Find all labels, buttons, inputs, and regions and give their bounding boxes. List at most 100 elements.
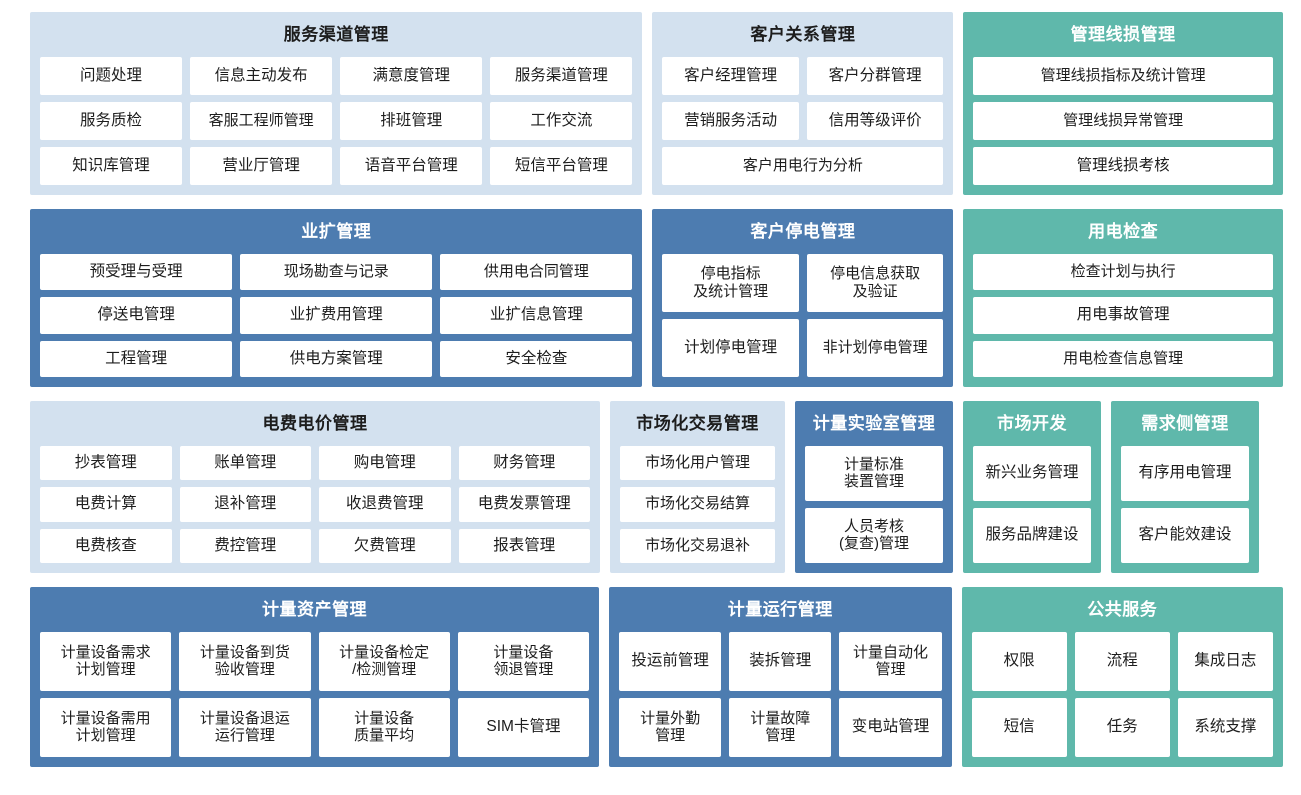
module-cell[interactable]: 流程 xyxy=(1074,631,1170,691)
module-cell[interactable]: 客户经理管理 xyxy=(662,56,799,95)
module-cell[interactable]: 市场化用户管理 xyxy=(620,445,775,481)
cell-row: 知识库管理营业厅管理语音平台管理短信平台管理 xyxy=(40,146,633,186)
module-cell[interactable]: 检查计划与执行 xyxy=(973,253,1273,291)
module-cell[interactable]: 客服工程师管理 xyxy=(190,101,333,140)
module-cell[interactable]: 投运前管理 xyxy=(619,631,722,691)
module-cell[interactable]: 人员考核 (复查)管理 xyxy=(805,507,943,564)
module-cell[interactable]: 排班管理 xyxy=(340,101,483,140)
module-cell[interactable]: 计量设备 质量平均 xyxy=(318,697,450,758)
cell-row: 预受理与受理现场勘查与记录供用电合同管理 xyxy=(40,253,633,291)
panel-cells: 有序用电管理客户能效建设 xyxy=(1121,445,1249,564)
module-cell[interactable]: 客户分群管理 xyxy=(806,56,944,95)
module-cell[interactable]: 集成日志 xyxy=(1177,631,1273,691)
module-cell[interactable]: 停电指标 及统计管理 xyxy=(662,253,799,312)
panel-customer-relationship-management: 客户关系管理客户经理管理客户分群管理营销服务活动信用等级评价客户用电行为分析 xyxy=(652,12,954,195)
module-cell[interactable]: 任务 xyxy=(1074,697,1170,758)
module-cell[interactable]: 系统支撑 xyxy=(1177,697,1273,758)
module-cell[interactable]: 服务质检 xyxy=(40,101,183,140)
module-cell[interactable]: 购电管理 xyxy=(319,445,451,481)
module-cell[interactable]: 计划停电管理 xyxy=(662,318,799,378)
module-cell[interactable]: 现场勘查与记录 xyxy=(240,253,433,291)
module-cell[interactable]: 计量设备 领退管理 xyxy=(457,631,590,691)
module-cell[interactable]: 用电检查信息管理 xyxy=(973,340,1273,377)
module-cell[interactable]: 问题处理 xyxy=(40,56,183,95)
module-cell[interactable]: 知识库管理 xyxy=(40,146,183,186)
module-cell[interactable]: 计量故障 管理 xyxy=(729,697,832,758)
module-cell[interactable]: 财务管理 xyxy=(458,445,590,481)
module-cell[interactable]: 供用电合同管理 xyxy=(440,253,633,291)
module-cell[interactable]: 预受理与受理 xyxy=(40,253,233,291)
panel-cells: 抄表管理账单管理购电管理财务管理电费计算退补管理收退费管理电费发票管理电费核查费… xyxy=(40,445,590,563)
cell-row: 有序用电管理 xyxy=(1121,445,1249,501)
module-cell[interactable]: 用电事故管理 xyxy=(973,297,1273,334)
module-cell[interactable]: 停电信息获取 及验证 xyxy=(806,253,944,312)
diagram-row: 服务渠道管理问题处理信息主动发布满意度管理服务渠道管理服务质检客服工程师管理排班… xyxy=(30,12,1283,195)
module-cell[interactable]: 新兴业务管理 xyxy=(973,445,1091,501)
module-cell[interactable]: 权限 xyxy=(971,631,1067,691)
module-cell[interactable]: 市场化交易结算 xyxy=(620,487,775,522)
module-cell[interactable]: 业扩信息管理 xyxy=(440,297,633,334)
module-cell[interactable]: 语音平台管理 xyxy=(340,146,483,186)
module-cell[interactable]: 装拆管理 xyxy=(729,631,832,691)
module-cell[interactable]: 变电站管理 xyxy=(839,697,942,758)
module-cell[interactable]: 信用等级评价 xyxy=(806,101,944,140)
cell-row: 抄表管理账单管理购电管理财务管理 xyxy=(40,445,590,481)
module-cell[interactable]: 计量外勤 管理 xyxy=(619,697,722,758)
module-cell[interactable]: 工作交流 xyxy=(490,101,633,140)
module-cell[interactable]: 非计划停电管理 xyxy=(806,318,944,378)
module-cell[interactable]: 电费核查 xyxy=(40,528,172,563)
module-cell[interactable]: 账单管理 xyxy=(179,445,311,481)
module-cell[interactable]: 费控管理 xyxy=(179,528,311,563)
module-cell[interactable]: 营业厅管理 xyxy=(190,146,333,186)
cell-row: 客户能效建设 xyxy=(1121,507,1249,564)
cell-row: 工程管理供电方案管理安全检查 xyxy=(40,340,633,377)
module-cell[interactable]: 停送电管理 xyxy=(40,297,233,334)
module-cell[interactable]: 短信 xyxy=(971,697,1067,758)
module-cell[interactable]: 计量设备退运 运行管理 xyxy=(179,697,311,758)
module-cell[interactable]: 短信平台管理 xyxy=(490,146,633,186)
cell-row: 计量设备需求 计划管理计量设备到货 验收管理计量设备检定 /检测管理计量设备 领… xyxy=(40,631,590,691)
module-cell[interactable]: 管理线损异常管理 xyxy=(973,101,1273,140)
panel-title-metering-laboratory-management: 计量实验室管理 xyxy=(812,414,936,433)
panel-customer-outage-management: 客户停电管理停电指标 及统计管理停电信息获取 及验证计划停电管理非计划停电管理 xyxy=(652,209,954,387)
module-cell[interactable]: 满意度管理 xyxy=(340,56,483,95)
module-cell[interactable]: 抄表管理 xyxy=(40,445,172,481)
module-cell[interactable]: 工程管理 xyxy=(40,340,233,377)
cell-row: 停送电管理业扩费用管理业扩信息管理 xyxy=(40,297,633,334)
module-cell[interactable]: 信息主动发布 xyxy=(190,56,333,95)
module-cell[interactable]: 业扩费用管理 xyxy=(240,297,433,334)
module-cell[interactable]: 客户用电行为分析 xyxy=(662,146,944,186)
module-cell[interactable]: 计量自动化 管理 xyxy=(839,631,942,691)
cell-row: 服务质检客服工程师管理排班管理工作交流 xyxy=(40,101,633,140)
module-cell[interactable]: 退补管理 xyxy=(179,487,311,522)
module-cell[interactable]: 计量标准 装置管理 xyxy=(805,445,943,501)
module-cell[interactable]: 供电方案管理 xyxy=(240,340,433,377)
module-cell[interactable]: 计量设备需用 计划管理 xyxy=(40,697,172,758)
module-cell[interactable]: 有序用电管理 xyxy=(1121,445,1249,501)
cell-row: 管理线损异常管理 xyxy=(973,101,1273,140)
panel-market-development: 市场开发新兴业务管理服务品牌建设 xyxy=(963,401,1101,573)
module-cell[interactable]: 计量设备需求 计划管理 xyxy=(40,631,172,691)
module-cell[interactable]: 收退费管理 xyxy=(319,487,451,522)
diagram-row: 电费电价管理抄表管理账单管理购电管理财务管理电费计算退补管理收退费管理电费发票管… xyxy=(30,401,1283,573)
panel-cells: 检查计划与执行用电事故管理用电检查信息管理 xyxy=(973,253,1273,377)
module-cell[interactable]: 营销服务活动 xyxy=(662,101,799,140)
module-cell[interactable]: SIM卡管理 xyxy=(457,697,590,758)
module-cell[interactable]: 电费发票管理 xyxy=(458,487,590,522)
module-cell[interactable]: 客户能效建设 xyxy=(1121,507,1249,564)
module-cell[interactable]: 管理线损考核 xyxy=(973,146,1273,186)
module-cell[interactable]: 报表管理 xyxy=(458,528,590,563)
panel-cells: 管理线损指标及统计管理管理线损异常管理管理线损考核 xyxy=(973,56,1273,186)
panel-public-services: 公共服务权限流程集成日志短信任务系统支撑 xyxy=(961,587,1283,767)
module-cell[interactable]: 市场化交易退补 xyxy=(620,528,775,563)
module-cell[interactable]: 电费计算 xyxy=(40,487,172,522)
module-cell[interactable]: 服务渠道管理 xyxy=(490,56,633,95)
module-cell[interactable]: 计量设备检定 /检测管理 xyxy=(318,631,450,691)
cell-row: 短信任务系统支撑 xyxy=(971,697,1273,758)
module-cell[interactable]: 安全检查 xyxy=(440,340,633,377)
module-cell[interactable]: 欠费管理 xyxy=(319,528,451,563)
module-cell[interactable]: 管理线损指标及统计管理 xyxy=(973,56,1273,95)
module-cell[interactable]: 计量设备到货 验收管理 xyxy=(179,631,311,691)
module-cell[interactable]: 服务品牌建设 xyxy=(973,507,1091,564)
